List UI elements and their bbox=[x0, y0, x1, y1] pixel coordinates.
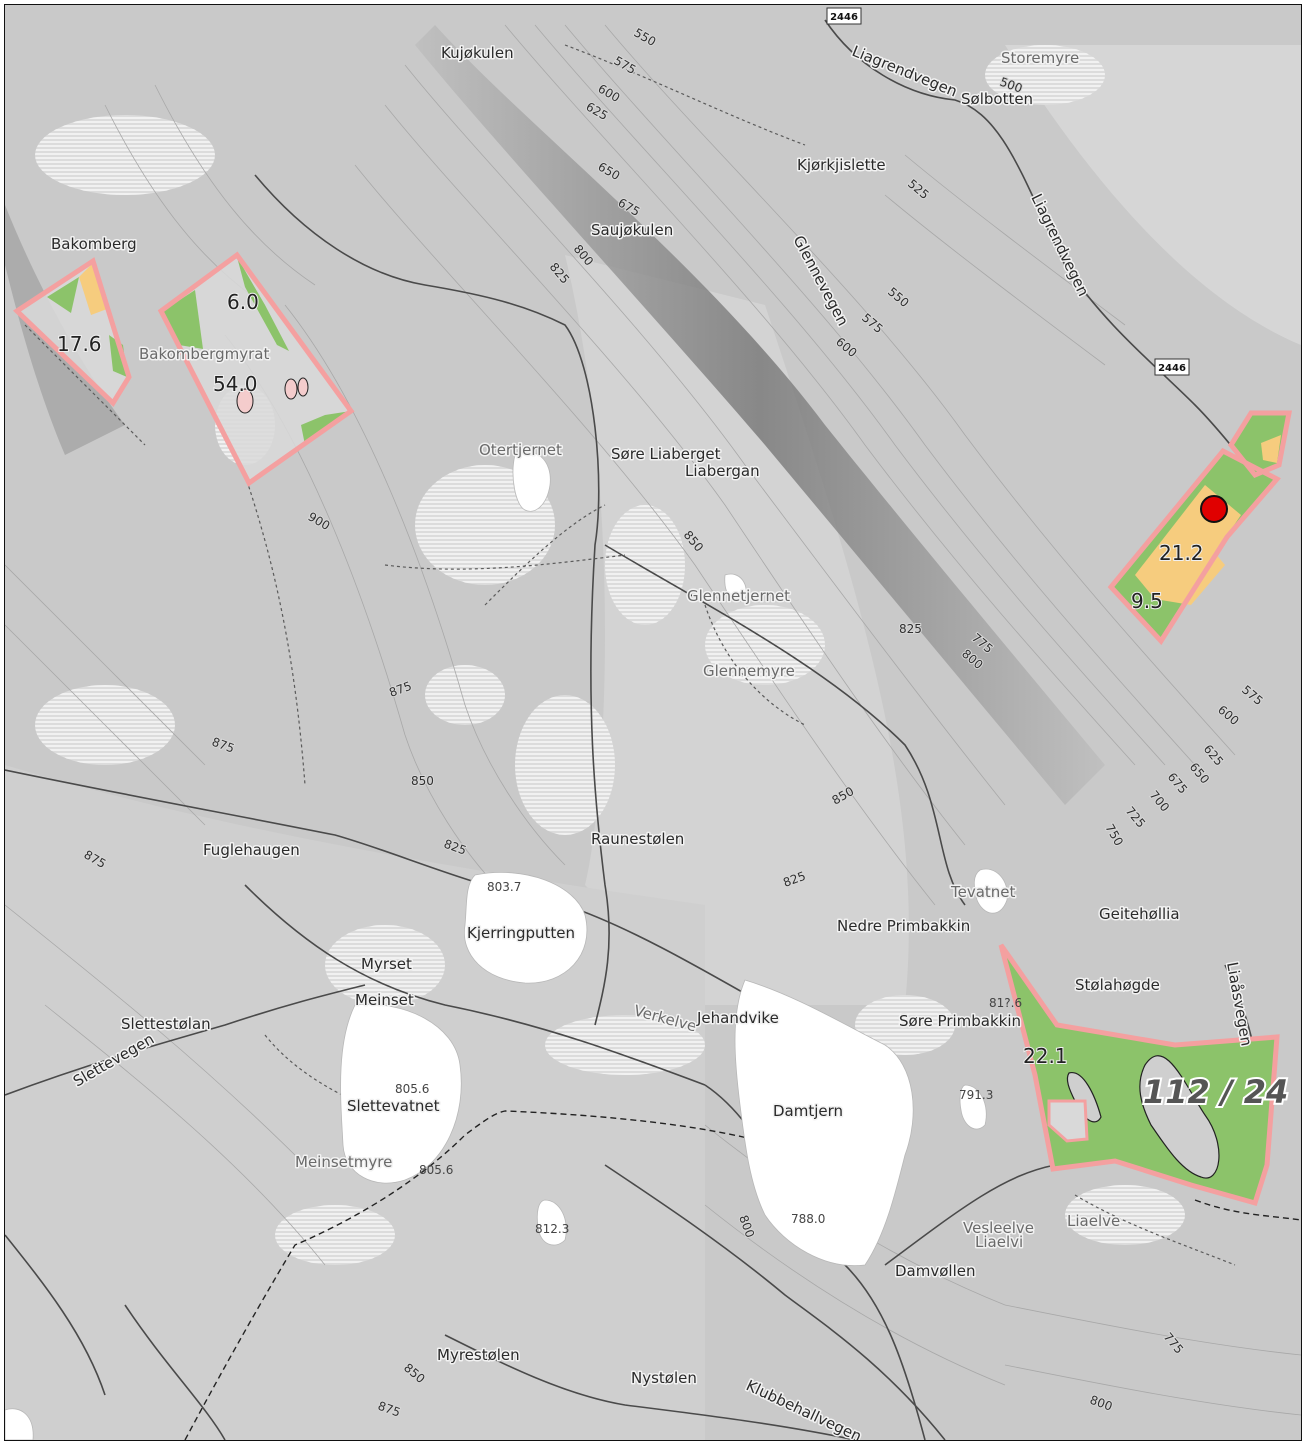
parcel-c[interactable] bbox=[1107, 410, 1293, 646]
roads bbox=[5, 19, 1266, 1440]
parcel-a-open bbox=[79, 263, 107, 315]
svg-text:791.3: 791.3 bbox=[959, 1088, 993, 1102]
parcel-d[interactable] bbox=[998, 943, 1280, 1207]
place-label: Søre Primbakkin bbox=[899, 1012, 1021, 1030]
place-label: Slettevatnet bbox=[347, 1097, 440, 1115]
parcel-b-area: 54.0 bbox=[213, 372, 258, 396]
place-label: Sølbotten bbox=[961, 90, 1033, 108]
place-label: Otertjernet bbox=[479, 441, 562, 459]
place-label: Meinsetmyre bbox=[295, 1153, 392, 1171]
lake-slettevatnet bbox=[340, 1003, 462, 1184]
parcel-a-area: 17.6 bbox=[57, 332, 102, 356]
parcel-a[interactable] bbox=[13, 257, 132, 407]
place-label: Saujøkulen bbox=[591, 221, 673, 239]
parcel-a-outline bbox=[13, 257, 132, 407]
place-label: Liaelvi bbox=[975, 1233, 1023, 1251]
parcel-area-labels: 17.6 6.0 54.0 21.2 9.5 22.1 bbox=[56, 289, 1205, 1069]
route-shield-east: 2446 bbox=[1154, 358, 1190, 376]
place-label: Meinset bbox=[355, 991, 414, 1009]
svg-text:81?.6: 81?.6 bbox=[989, 996, 1022, 1010]
place-label: Slettestølan bbox=[121, 1015, 211, 1033]
tracks bbox=[24, 44, 1236, 1266]
map-svg: 2446 2446 Kujøkulen Storemyre Liagrendve… bbox=[5, 5, 1301, 1440]
place-label: Kjørkjislette bbox=[797, 156, 886, 174]
place-label: Myrset bbox=[361, 955, 412, 973]
place-label: Søre Liaberget bbox=[611, 445, 721, 463]
place-label: Fuglehaugen bbox=[203, 841, 300, 859]
location-marker-icon[interactable] bbox=[1200, 495, 1228, 523]
place-label: Vesleelve bbox=[963, 1219, 1034, 1237]
property-label: 112 / 24 bbox=[1143, 1073, 1288, 1111]
place-label: Nedre Primbakkin bbox=[837, 917, 970, 935]
place-label: Kjerringputten bbox=[467, 924, 575, 942]
map-canvas[interactable]: 2446 2446 Kujøkulen Storemyre Liagrendve… bbox=[4, 4, 1302, 1441]
svg-text:850: 850 bbox=[411, 774, 434, 788]
svg-text:825: 825 bbox=[899, 622, 922, 636]
svg-text:805.6: 805.6 bbox=[419, 1163, 453, 1177]
svg-text:803.7: 803.7 bbox=[487, 880, 521, 894]
lake-otertjernet bbox=[512, 451, 551, 512]
svg-text:812.3: 812.3 bbox=[535, 1222, 569, 1236]
ridge-hillshade bbox=[415, 25, 1105, 805]
place-label: Nystølen bbox=[631, 1369, 697, 1387]
parcel-b-area: 6.0 bbox=[227, 290, 259, 314]
lake-glennetjernet bbox=[724, 573, 747, 602]
east-slope-shade bbox=[1005, 45, 1301, 345]
place-label: Storemyre bbox=[1001, 49, 1079, 67]
parcel-a-forest bbox=[47, 277, 79, 313]
parcel-d-area: 22.1 bbox=[1023, 1044, 1068, 1068]
lake-small-south bbox=[536, 1199, 567, 1246]
lake-corner bbox=[5, 1408, 34, 1440]
place-label: Bakomberg bbox=[51, 235, 137, 253]
lake-kjerringputten bbox=[463, 872, 588, 984]
spot-heights: 803.7 805.6 805.6 791.3 812.3 788.0 81?.… bbox=[395, 880, 1022, 1236]
lake-tevatnet bbox=[973, 868, 1008, 914]
parcel-c-outline bbox=[1107, 447, 1281, 646]
place-label: Geitehøllia bbox=[1099, 905, 1180, 923]
place-label: Jehandvike bbox=[696, 1009, 779, 1027]
lakes bbox=[5, 451, 1008, 1440]
place-label: Tevatnet bbox=[950, 883, 1016, 901]
parcel-d-outline bbox=[998, 943, 1280, 1207]
parcel-c-area: 9.5 bbox=[1131, 589, 1163, 613]
lake-damtjern bbox=[734, 979, 914, 1267]
boundary-line-east bbox=[1194, 1199, 1301, 1221]
route-shield-label: 2446 bbox=[830, 12, 858, 23]
route-shield-north: 2446 bbox=[826, 7, 862, 25]
west-hillshade bbox=[5, 205, 125, 455]
place-label: Damtjern bbox=[773, 1102, 843, 1120]
place-label: Glennemyre bbox=[703, 662, 795, 680]
place-label: Stølahøgde bbox=[1075, 976, 1160, 994]
place-label: Kujøkulen bbox=[441, 44, 514, 62]
contour-lines bbox=[5, 24, 1301, 1416]
place-label: Liaelve bbox=[1067, 1212, 1120, 1230]
parcel-b-outline bbox=[157, 251, 355, 487]
parcel-b[interactable] bbox=[157, 251, 355, 487]
place-label: Liabergan bbox=[685, 462, 760, 480]
svg-text:788.0: 788.0 bbox=[791, 1212, 825, 1226]
lake-small-east bbox=[959, 1084, 987, 1130]
place-label: Bakombergmyrat bbox=[139, 345, 269, 363]
svg-text:805.6: 805.6 bbox=[395, 1082, 429, 1096]
place-label: Glennetjernet bbox=[687, 587, 790, 605]
place-label: Raunestølen bbox=[591, 830, 684, 848]
route-shield-label: 2446 bbox=[1158, 363, 1186, 374]
place-label: Damvøllen bbox=[895, 1262, 975, 1280]
parcel-c-area: 21.2 bbox=[1159, 541, 1204, 565]
place-label: Myrestølen bbox=[437, 1346, 520, 1364]
